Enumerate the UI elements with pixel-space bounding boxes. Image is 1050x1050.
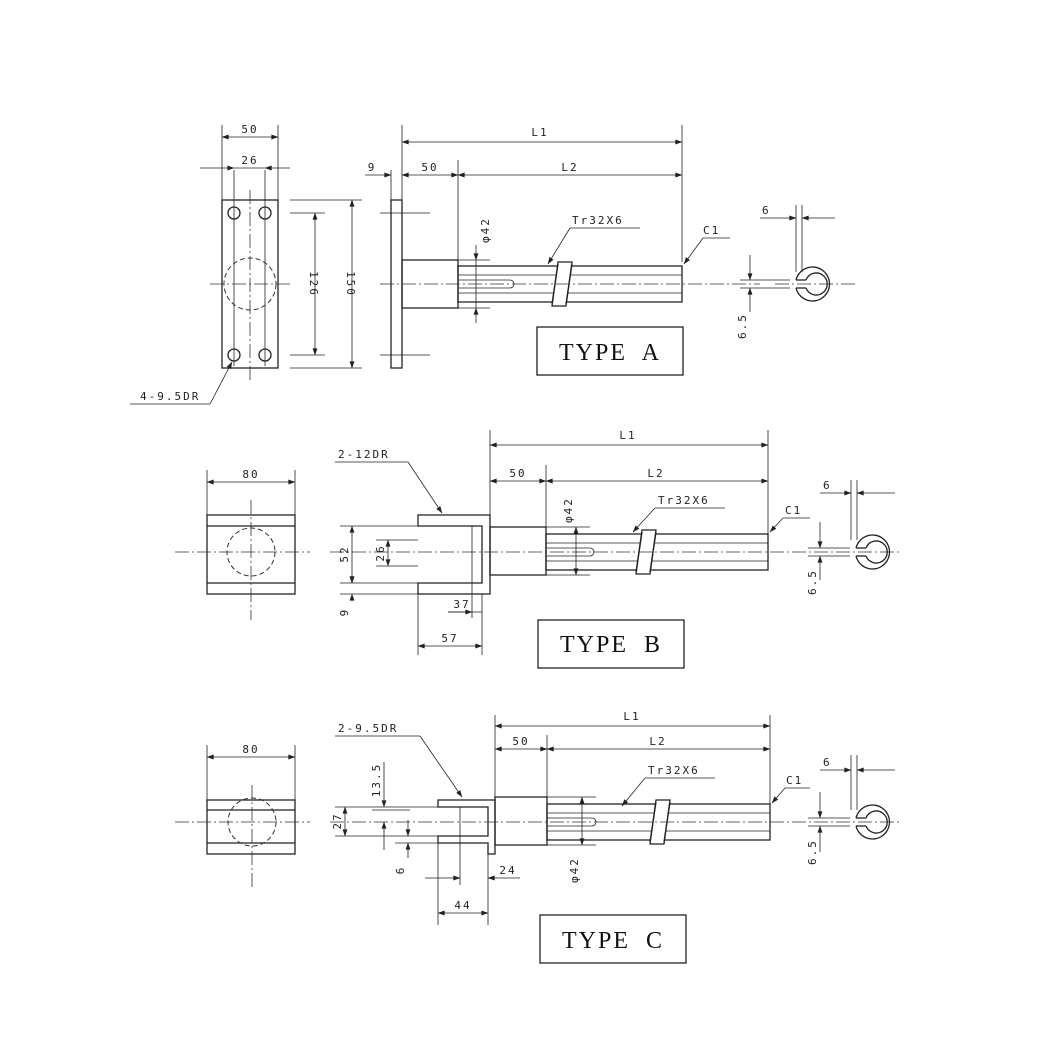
type-a-chamfer-label: C1 — [703, 224, 720, 237]
type-b-side-view — [330, 514, 900, 595]
type-a-dim-150: 150 — [344, 271, 357, 297]
type-a-end-view — [740, 205, 858, 302]
type-c-chamfer-label: C1 — [786, 774, 803, 787]
type-a-plate-front-view — [210, 125, 292, 380]
type-c-dim-44: 44 — [454, 899, 471, 912]
type-a-dim-plate-width: 50 — [241, 123, 258, 136]
type-a-title-box — [536, 326, 684, 376]
type-c-dim-6: 6 — [394, 866, 407, 875]
type-c-key-depth: 6.5 — [806, 839, 819, 865]
type-b-title-box — [537, 619, 685, 669]
type-b-dim-52: 52 — [338, 545, 351, 562]
type-b-block-front-view — [175, 470, 310, 620]
type-c-group: 80 2-9.5DR 27 13.5 6 — [175, 710, 900, 964]
type-a-dim-flange: 9 — [368, 161, 377, 174]
type-c-dim-width: 80 — [242, 743, 259, 756]
type-b-dim-l1: L1 — [619, 429, 636, 442]
type-a-dim-hole-pitch: 26 — [241, 154, 258, 167]
type-b-dim-width: 80 — [242, 468, 259, 481]
type-b-group: 80 2-12DR 52 26 9 — [175, 429, 900, 669]
type-a-title: TYPE A — [559, 340, 661, 366]
type-b-dim-57: 57 — [441, 632, 458, 645]
type-a-key-width: 6 — [762, 204, 771, 217]
type-a-thread-label: Tr32X6 — [572, 214, 624, 227]
type-b-dim-l2: L2 — [647, 467, 664, 480]
type-a-dim-diameter: φ42 — [479, 217, 492, 243]
type-b-dim-9: 9 — [338, 608, 351, 617]
type-c-dim-l2: L2 — [649, 735, 666, 748]
type-c-dim-l1: L1 — [623, 710, 640, 723]
type-c-end-view — [808, 755, 891, 840]
type-c-key-width: 6 — [823, 756, 832, 769]
type-b-chamfer-label: C1 — [785, 504, 802, 517]
type-c-thread-label: Tr32X6 — [648, 764, 700, 777]
type-c-hole-callout: 2-9.5DR — [338, 722, 398, 735]
type-c-dim-50: 50 — [512, 735, 529, 748]
type-c-block-front-view — [175, 745, 310, 890]
type-a-dim-126: 126 — [307, 271, 320, 297]
type-b-end-view — [808, 480, 891, 570]
type-c-title: TYPE C — [562, 928, 664, 954]
type-c-dim-13-5: 13.5 — [370, 763, 383, 798]
type-b-key-depth: 6.5 — [806, 569, 819, 595]
type-b-title: TYPE B — [560, 632, 662, 658]
type-b-hole-callout: 2-12DR — [338, 448, 390, 461]
type-a-dim-boss: 50 — [421, 161, 438, 174]
type-b-dim-37: 37 — [453, 598, 470, 611]
type-a-dim-l2: L2 — [561, 161, 578, 174]
type-a-hole-callout: 4-9.5DR — [140, 390, 200, 403]
type-c-dim-27: 27 — [331, 812, 344, 829]
type-c-title-box — [539, 914, 687, 964]
type-b-thread-label: Tr32X6 — [658, 494, 710, 507]
type-b-dim-26: 26 — [374, 544, 387, 561]
type-a-side-view — [380, 199, 760, 369]
type-a-group: 50 26 126 150 4-9.5DR — [130, 123, 858, 405]
type-b-dim-50: 50 — [509, 467, 526, 480]
type-a-dim-l1: L1 — [531, 126, 548, 139]
type-b-key-width: 6 — [823, 479, 832, 492]
type-a-key-depth: 6.5 — [736, 313, 749, 339]
type-b-dim-diameter: φ42 — [562, 497, 575, 523]
type-c-dim-24: 24 — [499, 864, 516, 877]
type-c-dim-diameter: φ42 — [568, 857, 581, 883]
